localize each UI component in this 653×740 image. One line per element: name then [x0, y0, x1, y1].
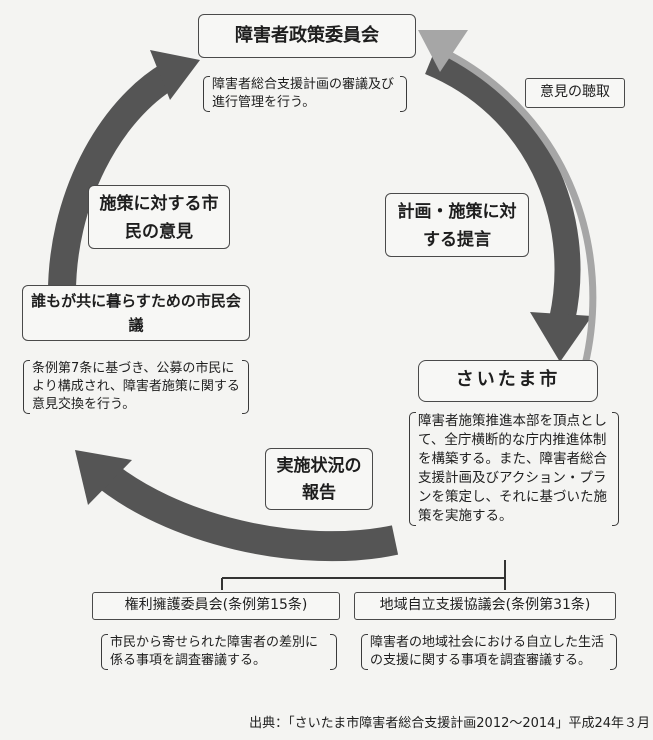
report-label: 実施状況の報告: [265, 448, 373, 510]
org-connector: [221, 560, 506, 590]
city-box: さいたま市: [418, 360, 598, 402]
committee-box: 障害者政策委員会: [198, 14, 416, 58]
rights-committee-box: 権利擁護委員会(条例第15条): [92, 592, 340, 620]
arrow-city-to-council: [90, 458, 399, 562]
regional-council-title: 地域自立支援協議会(条例第31条): [379, 597, 591, 613]
council-note: 条例第7条に基づき、公募の市民により構成され、障害者施策に関する意見交換を行う。: [23, 360, 249, 414]
arrow-head-committee-left: [150, 50, 200, 100]
regional-council-note: 障害者の地域社会における自立した生活の支援に関する事項を調査審議する。: [361, 634, 617, 670]
arrow-head-committee: [418, 30, 468, 72]
city-note: 障害者施策推進本部を頂点として、全庁横断的な庁内推進体制を構築する。また、障害者…: [409, 412, 619, 526]
proposal-label: 計画・施策に対する提言: [385, 193, 529, 257]
arrow-city-to-committee: [448, 51, 597, 366]
opinion-label: 施策に対する市民の意見: [88, 185, 230, 249]
arrow-head-council: [75, 450, 132, 505]
arrow-council-to-committee: [47, 62, 178, 301]
council-title: 誰もが共に暮らすための市民会議: [31, 292, 241, 334]
hearing-label: 意見の聴取: [525, 78, 625, 108]
source-caption: 出典：「さいたま市障害者総合支援計画2012〜2014」平成24年３月: [249, 716, 650, 731]
arrow-committee-to-city: [424, 49, 581, 323]
committee-title: 障害者政策委員会: [235, 25, 379, 46]
rights-committee-title: 権利擁護委員会(条例第15条): [124, 597, 308, 613]
committee-note: 障害者総合支援計画の審議及び進行管理を行う。: [203, 76, 407, 112]
arrow-head-city: [530, 312, 592, 362]
city-title: さいたま市: [455, 369, 561, 390]
council-box: 誰もが共に暮らすための市民会議: [22, 285, 250, 341]
rights-committee-note: 市民から寄せられた障害者の差別に係る事項を調査審議する。: [101, 634, 337, 670]
regional-council-box: 地域自立支援協議会(条例第31条): [354, 592, 616, 620]
